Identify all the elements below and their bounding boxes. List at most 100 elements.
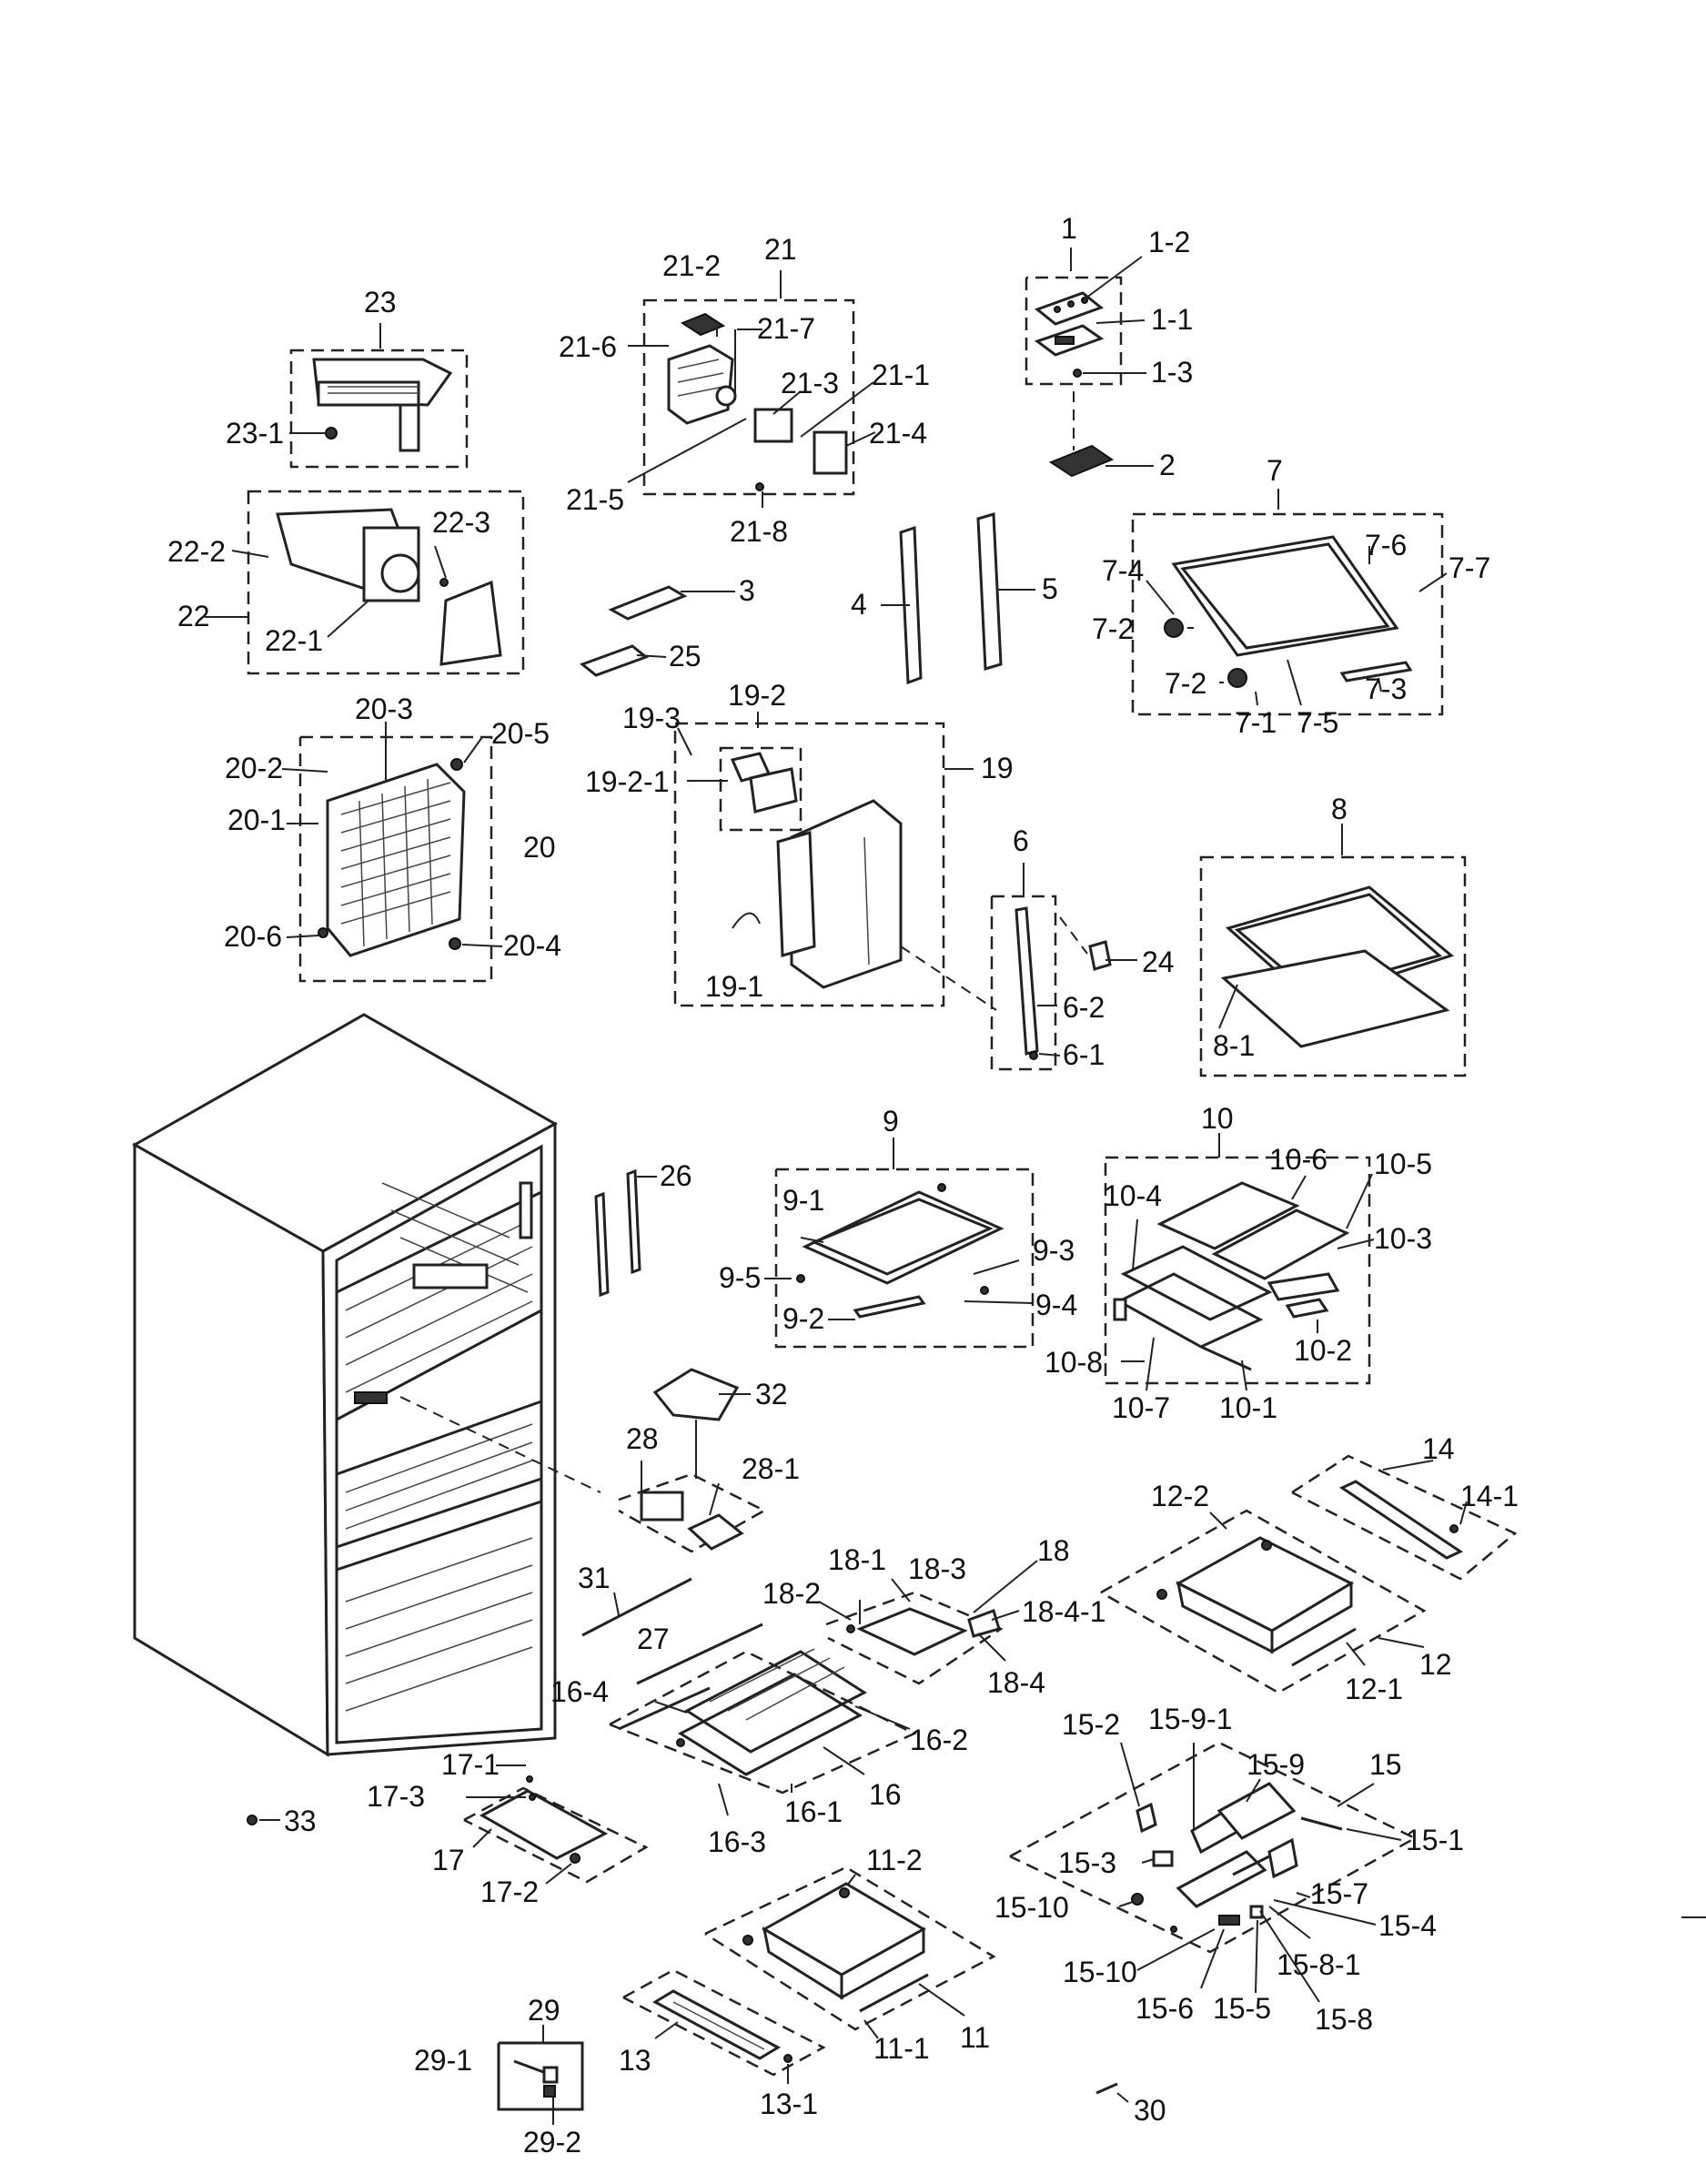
part-group-1 bbox=[1025, 248, 1146, 450]
callout-15: 15 bbox=[1369, 1748, 1402, 1781]
callout-15-1: 15-1 bbox=[1406, 1824, 1464, 1856]
part-group-29 bbox=[497, 2025, 584, 2125]
callout-7-1: 7-1 bbox=[1235, 706, 1277, 739]
callout-9-2: 9-2 bbox=[782, 1302, 824, 1335]
callout-20-1: 20-1 bbox=[227, 804, 286, 836]
callout-4: 4 bbox=[851, 588, 867, 621]
callout-1-1: 1-1 bbox=[1151, 303, 1193, 336]
callout-9-3: 9-3 bbox=[1033, 1234, 1075, 1267]
part-group-13 bbox=[622, 1968, 826, 2084]
callout-15-6: 15-6 bbox=[1136, 1992, 1194, 2025]
callout-6-2: 6-2 bbox=[1063, 991, 1105, 1024]
callout-10-6: 10-6 bbox=[1269, 1143, 1327, 1176]
callout-13: 13 bbox=[619, 2044, 651, 2077]
callout-11-1: 11-1 bbox=[873, 2032, 930, 2065]
callout-17-3: 17-3 bbox=[367, 1780, 425, 1813]
callout-21-1: 21-1 bbox=[872, 359, 930, 391]
callout-12: 12 bbox=[1419, 1648, 1452, 1681]
callout-33: 33 bbox=[284, 1805, 317, 1837]
part-group-21 bbox=[627, 270, 876, 508]
callout-20-4: 20-4 bbox=[503, 929, 561, 962]
callout-6-1: 6-1 bbox=[1063, 1038, 1105, 1071]
callout-22-3: 22-3 bbox=[432, 506, 490, 539]
callout-1: 1 bbox=[1061, 212, 1077, 245]
callout-10-1: 10-1 bbox=[1219, 1391, 1277, 1424]
part-group-10 bbox=[1104, 1133, 1375, 1391]
callout-3: 3 bbox=[739, 574, 755, 607]
callout-22: 22 bbox=[177, 600, 210, 632]
part-31-strip bbox=[581, 1577, 692, 1637]
callout-6: 6 bbox=[1013, 824, 1029, 857]
callout-10-3: 10-3 bbox=[1374, 1222, 1432, 1255]
callout-16-1: 16-1 bbox=[784, 1795, 843, 1828]
callout-21: 21 bbox=[764, 233, 797, 266]
part-group-22 bbox=[205, 490, 525, 675]
part-group-9 bbox=[764, 1138, 1035, 1349]
part-group-11 bbox=[704, 1866, 996, 2039]
callout-15-10-upper: 15-10 bbox=[994, 1891, 1069, 1924]
callout-2: 2 bbox=[1159, 449, 1176, 481]
callout-13-1: 13-1 bbox=[760, 2088, 818, 2120]
callout-15-5: 15-5 bbox=[1213, 1992, 1271, 2025]
callout-10-4: 10-4 bbox=[1104, 1179, 1162, 1212]
callout-5: 5 bbox=[1042, 572, 1058, 605]
part-group-28 bbox=[618, 1461, 767, 1553]
callout-10-5: 10-5 bbox=[1374, 1148, 1432, 1180]
callout-21-7: 21-7 bbox=[757, 312, 815, 345]
part-group-6 bbox=[990, 863, 1137, 1071]
callout-15-8: 15-8 bbox=[1315, 2003, 1373, 2036]
callout-1-2: 1-2 bbox=[1148, 226, 1190, 258]
callout-1-3: 1-3 bbox=[1151, 356, 1193, 389]
callout-9-1: 9-1 bbox=[782, 1184, 824, 1217]
part-group-20 bbox=[281, 722, 503, 983]
callout-9-5: 9-5 bbox=[719, 1261, 761, 1294]
callout-14-1: 14-1 bbox=[1460, 1480, 1519, 1512]
callout-26: 26 bbox=[660, 1159, 692, 1192]
callout-7-2-upper: 7-2 bbox=[1092, 612, 1134, 645]
callout-15-7: 15-7 bbox=[1310, 1877, 1368, 1910]
callout-21-8: 21-8 bbox=[730, 515, 788, 548]
callout-15-4: 15-4 bbox=[1378, 1909, 1437, 1942]
callout-14: 14 bbox=[1422, 1432, 1455, 1465]
callout-18-1: 18-1 bbox=[828, 1543, 886, 1576]
part-group-12 bbox=[1100, 1509, 1427, 1694]
callout-15-10-lower: 15-10 bbox=[1063, 1956, 1137, 1988]
callout-20: 20 bbox=[523, 831, 556, 864]
part-26-trim bbox=[594, 1168, 657, 1298]
callout-7-5: 7-5 bbox=[1297, 706, 1338, 739]
callout-17-1: 17-1 bbox=[441, 1748, 500, 1781]
callout-16-3: 16-3 bbox=[708, 1825, 766, 1858]
callout-19: 19 bbox=[981, 752, 1014, 784]
part-group-8 bbox=[1199, 824, 1467, 1077]
part-group-19 bbox=[673, 712, 997, 1011]
callout-19-2: 19-2 bbox=[728, 679, 786, 712]
part-group-17 bbox=[463, 1764, 649, 1885]
callout-24: 24 bbox=[1142, 945, 1175, 978]
callout-20-6: 20-6 bbox=[224, 920, 282, 953]
callout-18-4: 18-4 bbox=[987, 1666, 1045, 1699]
callout-16-4: 16-4 bbox=[550, 1675, 609, 1708]
callout-22-1: 22-1 bbox=[265, 624, 323, 657]
callout-15-3: 15-3 bbox=[1058, 1846, 1116, 1879]
callout-11: 11 bbox=[960, 2021, 990, 2054]
callout-31: 31 bbox=[578, 1562, 611, 1594]
callout-7-7: 7-7 bbox=[1449, 551, 1490, 584]
callout-23-1: 23-1 bbox=[226, 417, 284, 450]
callout-20-2: 20-2 bbox=[225, 752, 283, 784]
callout-7-4: 7-4 bbox=[1102, 554, 1144, 587]
callout-16: 16 bbox=[869, 1778, 902, 1811]
part-group-18 bbox=[818, 1560, 1038, 1685]
callout-18-4-1: 18-4-1 bbox=[1022, 1595, 1106, 1628]
callout-9-4: 9-4 bbox=[1035, 1289, 1077, 1321]
callout-18-2: 18-2 bbox=[762, 1577, 821, 1610]
callout-25: 25 bbox=[669, 640, 702, 672]
part-group-15 bbox=[1009, 1741, 1418, 2003]
callout-7-6: 7-6 bbox=[1365, 529, 1407, 561]
part-30-screw bbox=[1095, 2082, 1129, 2103]
callout-20-3: 20-3 bbox=[355, 693, 413, 725]
callout-17-2: 17-2 bbox=[480, 1876, 539, 1908]
callout-20-5: 20-5 bbox=[491, 717, 550, 750]
callout-19-2-1: 19-2-1 bbox=[585, 765, 670, 798]
callout-8-1: 8-1 bbox=[1213, 1029, 1255, 1062]
callout-12-1: 12-1 bbox=[1345, 1673, 1403, 1705]
